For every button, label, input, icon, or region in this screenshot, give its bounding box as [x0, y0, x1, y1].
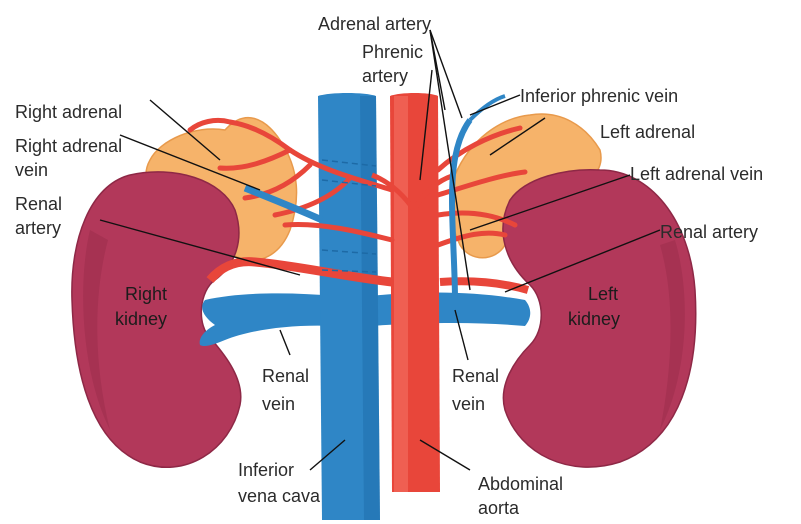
label-renal-artery-right-side-1: Renal	[15, 194, 62, 214]
label-aorta-1: Abdominal	[478, 474, 563, 494]
label-left-kidney-1: Left	[588, 284, 618, 304]
label-right-adrenal-vein-2: vein	[15, 160, 48, 180]
right-renal-vein	[200, 293, 335, 346]
label-renal-vein-right-1: Renal	[262, 366, 309, 386]
label-phrenic-artery-2: artery	[362, 66, 408, 86]
label-renal-vein-left-2: vein	[452, 394, 485, 414]
label-inferior-phrenic-vein: Inferior phrenic vein	[520, 86, 678, 106]
label-left-adrenal-vein: Left adrenal vein	[630, 164, 763, 184]
label-ivc-1: Inferior	[238, 460, 294, 480]
label-renal-vein-right-2: vein	[262, 394, 295, 414]
label-right-kidney-1: Right	[125, 284, 167, 304]
label-left-kidney-2: kidney	[568, 309, 620, 329]
label-right-kidney-2: kidney	[115, 309, 167, 329]
label-renal-vein-left-1: Renal	[452, 366, 499, 386]
label-right-adrenal-vein-1: Right adrenal	[15, 136, 122, 156]
label-ivc-2: vena cava	[238, 486, 321, 506]
label-aorta-2: aorta	[478, 498, 520, 518]
label-renal-artery: Renal artery	[660, 222, 758, 242]
aorta-highlight	[394, 96, 408, 492]
label-right-adrenal: Right adrenal	[15, 102, 122, 122]
label-renal-artery-right-side-2: artery	[15, 218, 61, 238]
label-left-adrenal: Left adrenal	[600, 122, 695, 142]
label-adrenal-artery: Adrenal artery	[318, 14, 431, 34]
label-phrenic-artery-1: Phrenic	[362, 42, 423, 62]
